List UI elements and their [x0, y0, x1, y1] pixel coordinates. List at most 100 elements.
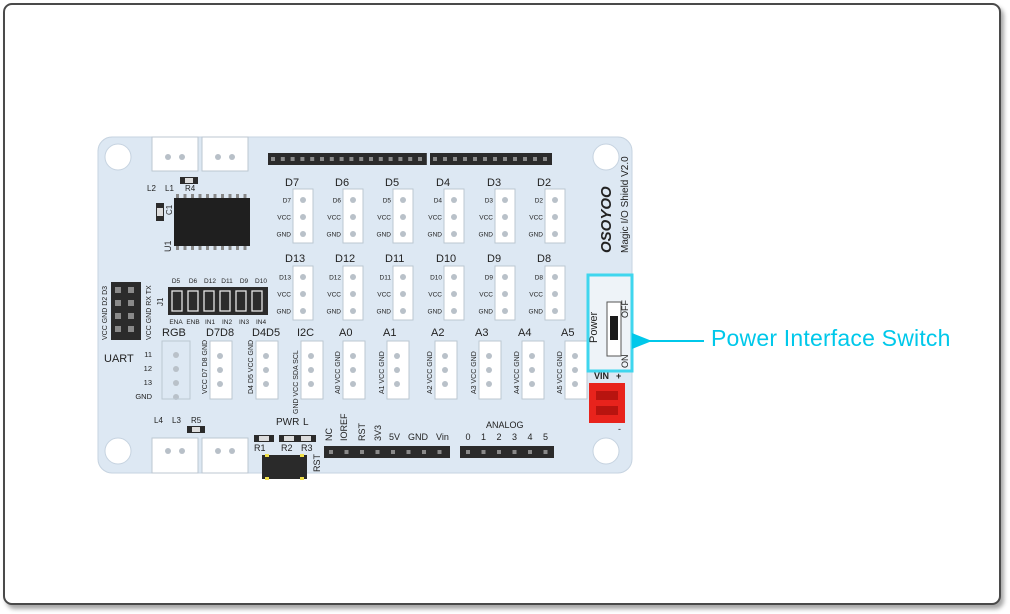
power-pin-label: 3V3: [373, 425, 383, 441]
port-label: D7: [285, 177, 299, 189]
power-pin-label: 5V: [389, 432, 400, 442]
pin-label: VCC: [479, 292, 493, 299]
pin-labels: A2 VCC GND: [427, 351, 434, 394]
pin-label: GND: [479, 309, 494, 316]
j1-pin-bottom: ENB: [186, 319, 199, 326]
pin-label: GND: [327, 309, 342, 316]
chip-u1: U1: [163, 194, 250, 252]
port-label: A5: [561, 327, 574, 339]
pin-label: D2: [535, 198, 544, 205]
switch-on: ON: [620, 355, 630, 369]
digital-ports-mid: D13D13VCCGNDD12D12VCCGNDD11D11VCCGNDD10D…: [277, 253, 566, 321]
analog-pin-label: 5: [543, 432, 548, 442]
mount-hole: [104, 437, 132, 465]
pin-label: GND: [428, 309, 443, 316]
pin-label: D12: [329, 275, 341, 282]
svg-text:L3: L3: [172, 416, 181, 425]
uart-pins-left: VCC GND D2 D3: [102, 286, 109, 340]
pin-labels: A1 VCC GND: [379, 351, 386, 394]
port-label: D4D5: [252, 327, 280, 339]
pin-label: VCC: [428, 292, 442, 299]
pin-label: VCC: [277, 215, 291, 222]
port-label: D4: [436, 177, 450, 189]
mount-hole: [104, 143, 132, 171]
mount-hole: [592, 143, 620, 171]
svg-text:PWR: PWR: [276, 417, 299, 428]
port-label: A0: [339, 327, 352, 339]
j1-pin-top: D6: [189, 278, 198, 285]
svg-text:-: -: [618, 424, 621, 434]
j1-pin-bottom: IN3: [239, 319, 250, 326]
pin-label: D6: [333, 198, 342, 205]
pin-label: 11: [144, 350, 152, 359]
svg-text:L2: L2: [147, 184, 156, 193]
pin-label: VCC: [529, 215, 543, 222]
arduino-digital-headers: [268, 153, 552, 165]
port-label: D11: [385, 253, 404, 265]
port-label: A4: [518, 327, 531, 339]
port-label: I2C: [297, 327, 314, 339]
brand-logo: OSOYOO: [598, 186, 615, 253]
power-pin-label: NC: [324, 428, 334, 441]
port-label: D7D8: [206, 327, 234, 339]
pin-labels: VCC D7 D8 GND: [202, 340, 209, 394]
pin-label: VCC: [479, 215, 493, 222]
svg-text:R3: R3: [301, 443, 313, 453]
port-label: D5: [385, 177, 399, 189]
pin-label: D9: [485, 275, 494, 282]
pin-labels: A4 VCC GND: [514, 351, 521, 394]
port-label: D13: [285, 253, 305, 265]
port-label: D3: [487, 177, 501, 189]
pin-label: D5: [383, 198, 392, 205]
vin-connector: VIN + -: [589, 371, 625, 434]
power-switch: Power OFF ON: [586, 273, 634, 373]
port-label: A3: [475, 327, 488, 339]
pin-label: VCC: [327, 215, 341, 222]
port-label: D9: [487, 253, 501, 265]
pin-label: VCC: [327, 292, 341, 299]
j1-label: J1: [156, 297, 165, 306]
pin-label: GND: [135, 392, 152, 401]
pin-label: D11: [380, 275, 392, 282]
svg-text:L4: L4: [154, 416, 163, 425]
power-pin-label: Vin: [436, 432, 449, 442]
analog-pin-label: 2: [496, 432, 501, 442]
pin-label: VCC: [529, 292, 543, 299]
svg-text:R5: R5: [191, 416, 202, 425]
pin-label: GND: [277, 309, 292, 316]
svg-text:VIN: VIN: [594, 371, 609, 381]
pin-labels: A5 VCC GND: [557, 351, 564, 394]
pin-label: D3: [485, 198, 494, 205]
top-left-connectors: [151, 136, 249, 172]
analog-pin-label: 0: [465, 432, 470, 442]
pin-labels: GND VCC SDA SCL: [293, 350, 300, 414]
j1-pin-top: D5: [172, 278, 181, 285]
pin-label: D8: [535, 275, 544, 282]
port-i2c: I2C GND VCC SDA SCL: [293, 327, 324, 414]
j1-pin-bottom: IN4: [256, 319, 267, 326]
port-a5: A5 A5 VCC GND: [557, 327, 588, 400]
board-model: Magic I/O Shield V2.0: [620, 156, 631, 253]
uart-pins-right: VCC GND RX TX: [146, 285, 153, 340]
pin-label: VCC: [377, 215, 391, 222]
pin-label: GND: [377, 309, 392, 316]
port-label: D8: [537, 253, 551, 265]
j1-pin-bottom: ENA: [169, 319, 183, 326]
pin-label: GND: [428, 232, 443, 239]
pin-label: D7: [283, 198, 292, 205]
power-pin-label: GND: [408, 432, 429, 442]
svg-text:L1: L1: [165, 184, 174, 193]
